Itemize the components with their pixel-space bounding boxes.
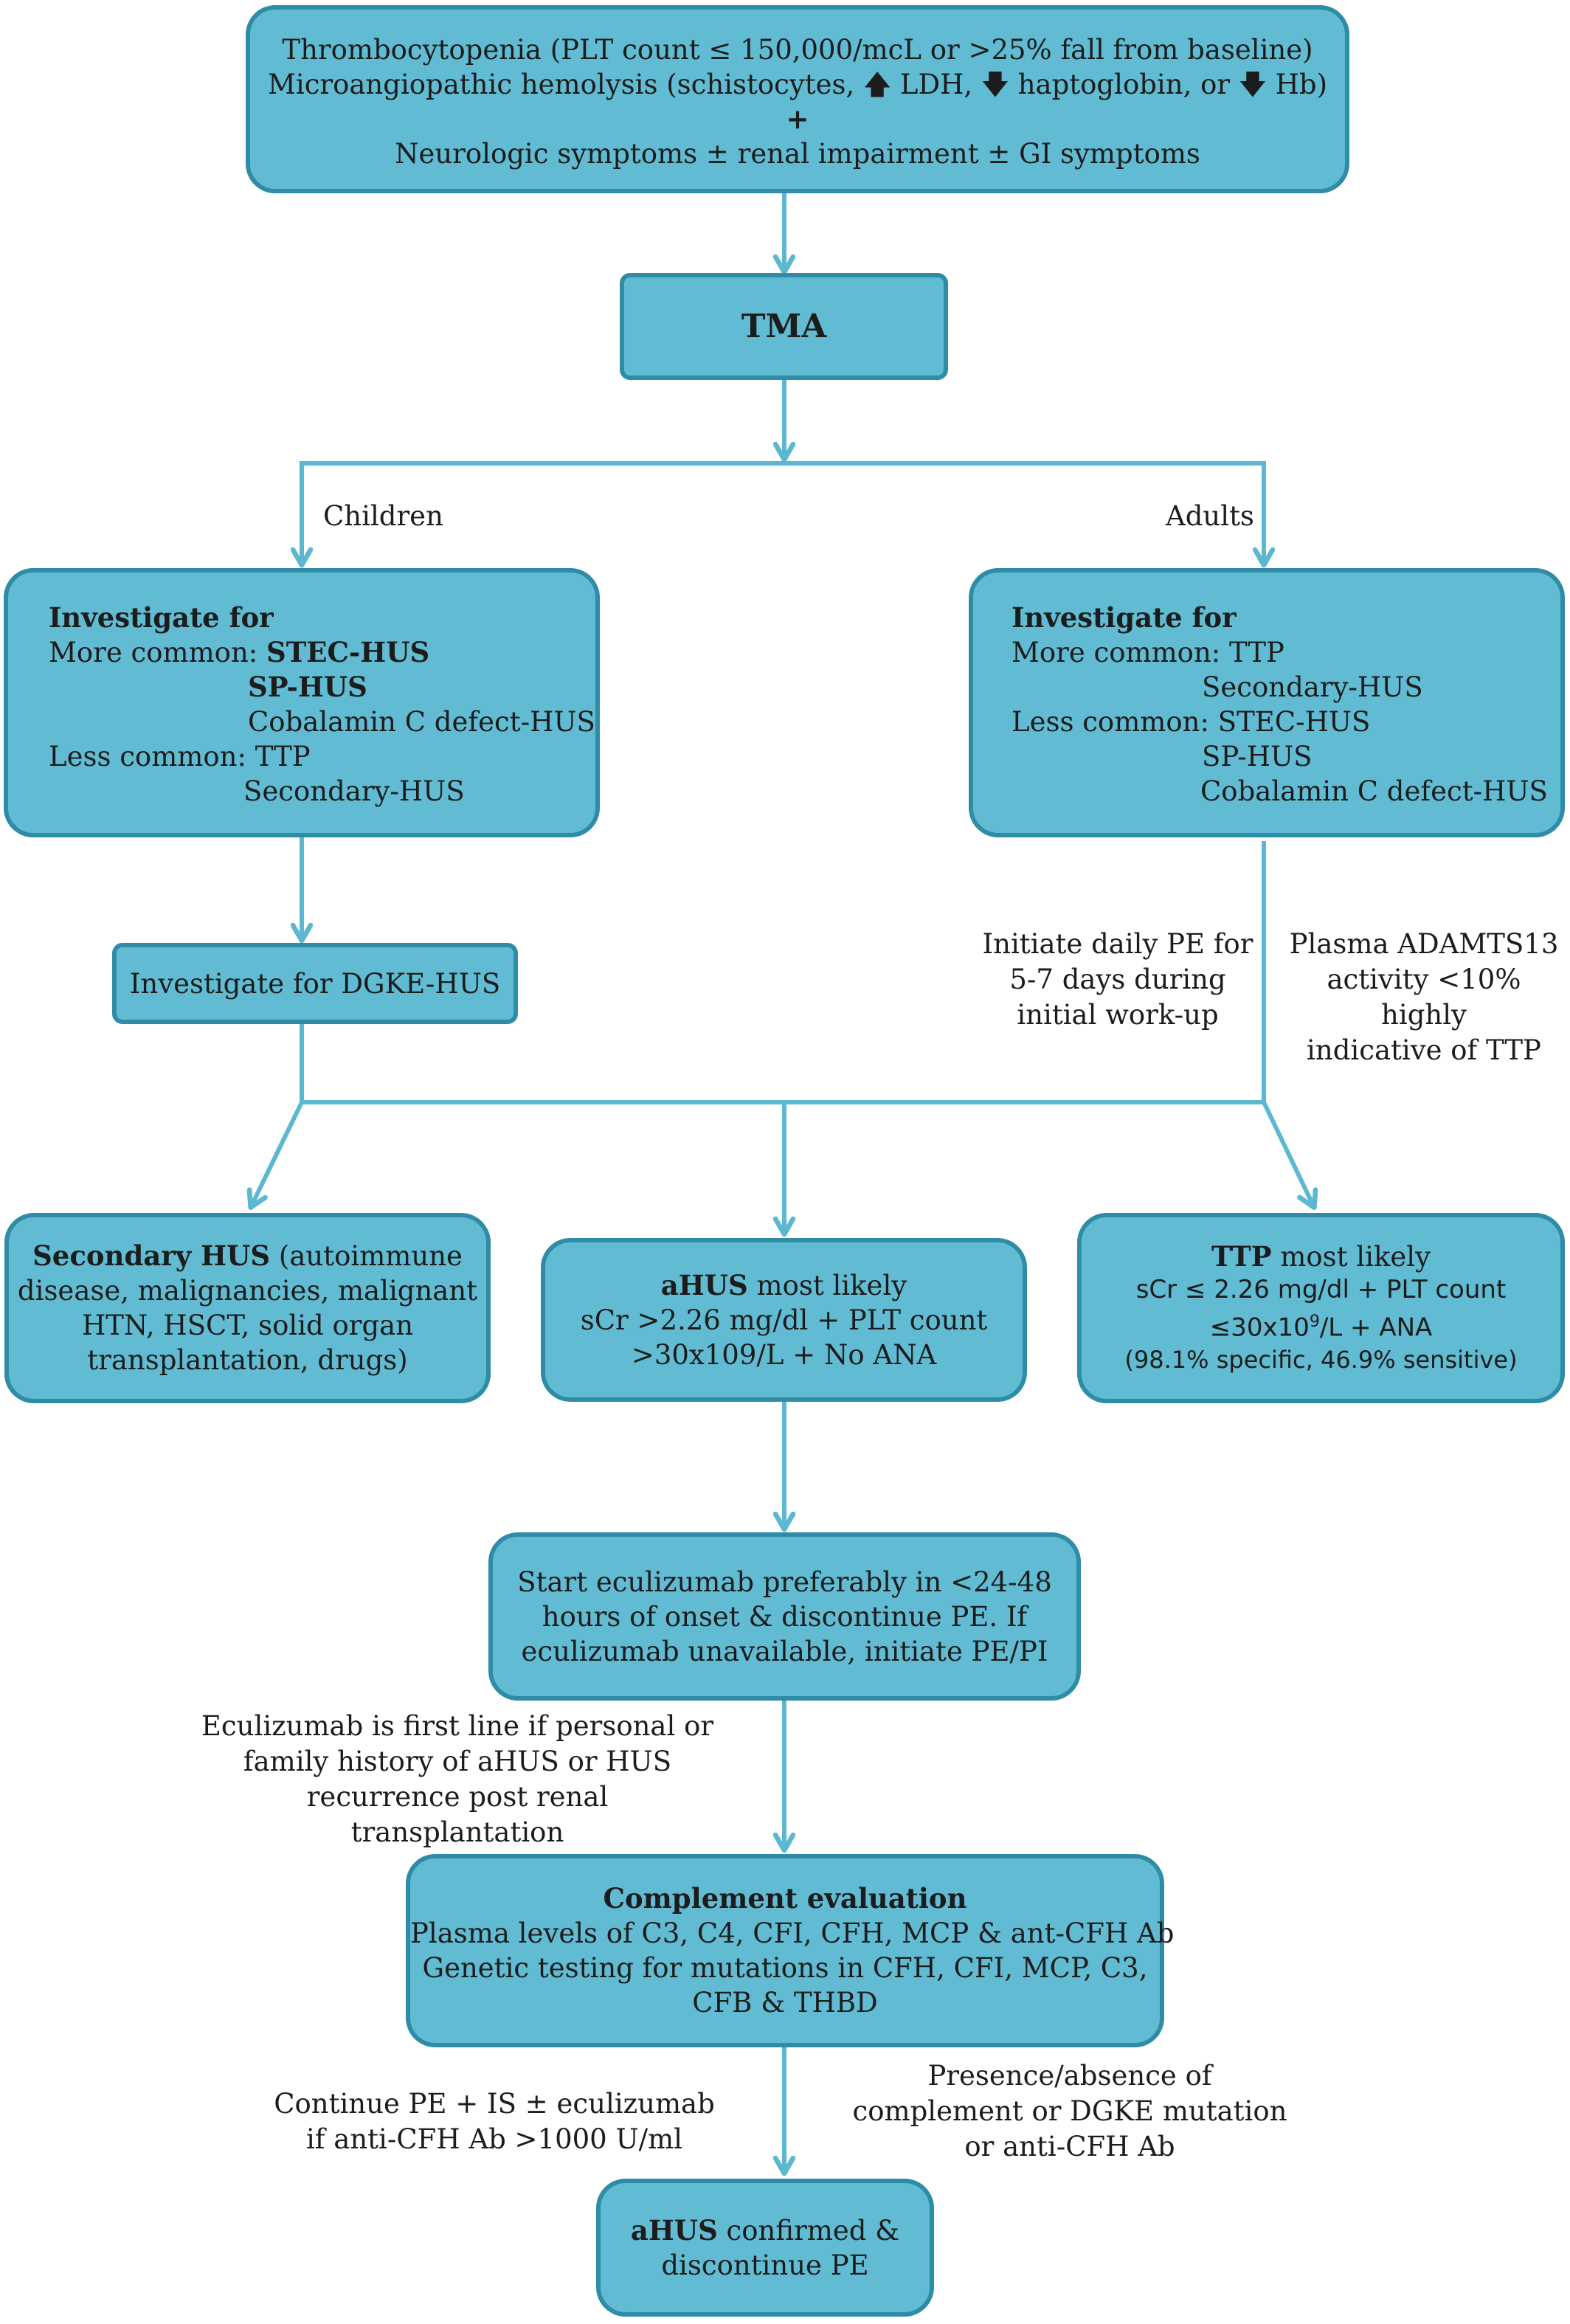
arrow-down-icon: 🡇 xyxy=(981,68,1009,100)
eculizumab-first-line-note: Eculizumab is first line if personal or … xyxy=(201,1710,714,1848)
children-more-common-label: More common: xyxy=(49,637,267,668)
children-less-common-label: Less common: xyxy=(49,741,255,772)
ahus-title: aHUS xyxy=(660,1268,748,1301)
daily-pe-note: Initiate daily PE for 5-7 days during in… xyxy=(982,928,1253,1031)
children-more-item: Cobalamin C defect-HUS xyxy=(248,706,595,738)
ahus-confirmed-box: aHUS confirmed & discontinue PE xyxy=(596,2179,934,2317)
dgke-box: Investigate for DGKE-HUS xyxy=(112,943,518,1024)
secondary-hus-title: Secondary HUS xyxy=(32,1239,271,1272)
children-more-item: STEC-HUS xyxy=(266,636,430,668)
children-more-item: SP-HUS xyxy=(248,671,367,703)
adamts13-note: Plasma ADAMTS13 activity <10% highly ind… xyxy=(1289,928,1559,1066)
adults-label: Adults xyxy=(1166,500,1254,532)
criteria-neurologic: Neurologic symptoms ± renal impairment ±… xyxy=(395,137,1200,170)
children-label: Children xyxy=(323,500,443,532)
eculizumab-box: Start eculizumab preferably in <24-48 ho… xyxy=(488,1532,1081,1701)
tma-box: TMA xyxy=(620,273,948,380)
criteria-thrombocytopenia: Thrombocytopenia (PLT count ≤ 150,000/mc… xyxy=(282,33,1313,66)
arrow-down-icon: 🡇 xyxy=(1238,68,1267,100)
criteria-plus: + xyxy=(786,102,809,135)
adults-more-item: Secondary-HUS xyxy=(1202,671,1423,703)
children-investigate-box: Investigate for More common: STEC-HUS SP… xyxy=(4,568,600,837)
adults-investigate-title: Investigate for xyxy=(1011,601,1237,634)
adults-investigate-box: Investigate for More common: TTP Seconda… xyxy=(969,568,1565,837)
adults-less-item: STEC-HUS xyxy=(1217,706,1371,738)
children-less-item: TTP xyxy=(255,741,311,772)
complement-title: Complement evaluation xyxy=(603,1882,967,1915)
presence-absence-note: Presence/absence of complement or DGKE m… xyxy=(852,2060,1287,2162)
children-investigate-title: Investigate for xyxy=(49,601,274,634)
adults-less-item: SP-HUS xyxy=(1202,741,1313,772)
criteria-hemolysis: Microangiopathic hemolysis (schistocytes… xyxy=(267,68,1328,100)
adults-less-common-label: Less common: xyxy=(1011,706,1218,738)
ahus-confirmed-title: aHUS xyxy=(630,2213,718,2247)
children-less-item: Secondary-HUS xyxy=(243,775,465,807)
arrow-to-secondary-box xyxy=(252,1101,304,1206)
ttp-title: TTP xyxy=(1211,1239,1272,1273)
criteria-box: Thrombocytopenia (PLT count ≤ 150,000/mc… xyxy=(246,5,1349,193)
complement-evaluation-box: Complement evaluation Plasma levels of C… xyxy=(406,1854,1174,2047)
adults-more-common-label: More common: xyxy=(1011,637,1230,668)
tma-label: TMA xyxy=(741,308,827,345)
dgke-label: Investigate for DGKE-HUS xyxy=(129,967,501,1000)
continue-pe-note: Continue PE + IS ± eculizumab if anti-CF… xyxy=(274,2088,715,2155)
secondary-hus-box: Secondary HUS (autoimmune disease, malig… xyxy=(4,1213,491,1403)
arrow-to-ttp-box xyxy=(1262,1101,1313,1206)
ahus-most-likely-box: aHUS most likely sCr >2.26 mg/dl + PLT c… xyxy=(541,1238,1027,1402)
adults-less-item: Cobalamin C defect-HUS xyxy=(1200,775,1548,807)
adults-more-item: TTP xyxy=(1229,637,1284,668)
ttp-most-likely-box: TTP most likely sCr ≤ 2.26 mg/dl + PLT c… xyxy=(1077,1213,1565,1403)
arrow-up-icon: 🡅 xyxy=(863,68,892,100)
